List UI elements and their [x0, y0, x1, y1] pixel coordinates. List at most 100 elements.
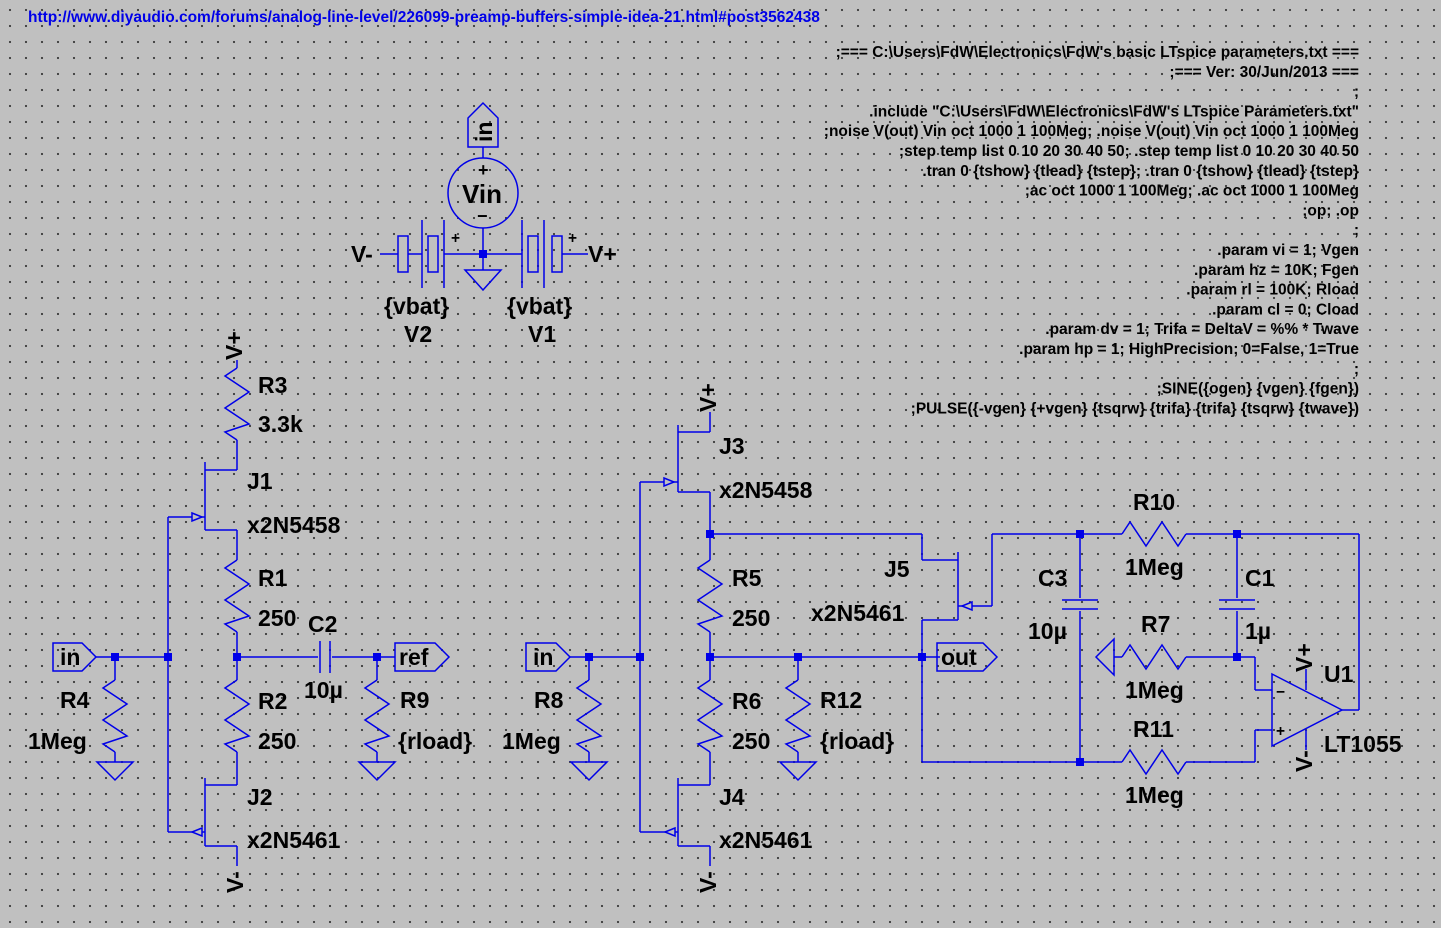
- v2-value: {vbat}: [384, 293, 449, 319]
- j1-name: J1: [247, 468, 273, 494]
- directive-line: .param cl = 0; Cload: [1212, 301, 1359, 318]
- r3-value: 3.3k: [258, 411, 303, 437]
- c3-name: C3: [1038, 565, 1067, 591]
- ground-symbol: [463, 269, 503, 292]
- j2-name: J2: [247, 784, 273, 810]
- directive-line: ;ac oct 1000 1 100Meg; .ac oct 1000 1 10…: [1025, 183, 1359, 200]
- r8-resistor: [575, 679, 603, 753]
- b2-vminus: V-: [695, 871, 721, 893]
- j1-model: x2N5458: [247, 512, 341, 538]
- v2-battery-cell: [397, 235, 409, 273]
- j4-name: J4: [719, 784, 745, 810]
- directive-line: ;op; .op: [1302, 202, 1359, 219]
- v1-battery-cell: [527, 235, 539, 273]
- r4-resistor: [101, 679, 129, 753]
- c3-value: 10µ: [1028, 618, 1067, 644]
- servo-section: R10 1Meg C3 10µ C1 1µ R7 1Meg R11: [922, 489, 1402, 808]
- out-label: out: [941, 644, 977, 670]
- r11-value: 1Meg: [1125, 782, 1184, 808]
- b2-in-label: in: [533, 644, 553, 670]
- directive-line: .param dv = 1; Trifa = DeltaV = %% * Twa…: [1045, 321, 1359, 338]
- directive-line: ;step temp list 0 10 20 30 40 50; .step …: [899, 143, 1359, 160]
- directive-line: ;=== C:\Users\FdW\Electronics\FdW's basi…: [836, 44, 1359, 61]
- r3-name: R3: [258, 372, 287, 398]
- u1-plus-pin: +: [1276, 723, 1285, 740]
- u1-name: U1: [1324, 661, 1354, 687]
- c2-value: 10µ: [304, 677, 343, 703]
- ref-port[interactable]: [394, 642, 451, 672]
- svg-text:+: +: [451, 230, 460, 247]
- directive-line: ;PULSE({-vgen} {+vgen} {tsqrw} {trifa} {…: [911, 400, 1359, 417]
- r4-name: R4: [60, 687, 90, 713]
- j3-model: x2N5458: [719, 477, 813, 503]
- j5-name: J5: [884, 556, 910, 582]
- r10-resistor: [1121, 520, 1187, 548]
- u1-vminus: V-: [1291, 750, 1317, 772]
- out-port[interactable]: [936, 642, 999, 672]
- r9-resistor: [363, 679, 391, 753]
- r5-name: R5: [732, 565, 762, 591]
- vin-node-label: in: [471, 122, 497, 142]
- r5-value: 250: [732, 605, 770, 631]
- j2-model: x2N5461: [247, 827, 341, 853]
- r2-name: R2: [258, 688, 287, 714]
- c1-name: C1: [1245, 565, 1275, 591]
- r12-name: R12: [820, 687, 862, 713]
- buffer-1: V+ R3 3.3k J1 x2N5458 R1 250 R2 250 J2 x…: [28, 331, 472, 893]
- directive-line: .param rl = 100K; Rload: [1186, 282, 1359, 299]
- b1-in-port[interactable]: [52, 642, 98, 672]
- j5-model: x2N5461: [811, 600, 905, 626]
- r6-value: 250: [732, 728, 770, 754]
- spice-directives: ;=== C:\Users\FdW\Electronics\FdW's basi…: [824, 44, 1360, 417]
- directive-line: ;SINE({ogen} {vgen} {fgen}): [1157, 381, 1359, 398]
- directive-line: ;=== Ver: 30/Jun/2013 ===: [1169, 64, 1359, 81]
- b2-in-port[interactable]: [525, 642, 572, 672]
- u1-minus-pin: −: [1276, 684, 1285, 701]
- r1-name: R1: [258, 565, 288, 591]
- r12-resistor: [784, 679, 812, 753]
- c1-value: 1µ: [1245, 618, 1271, 644]
- r7-value: 1Meg: [1125, 677, 1184, 703]
- v1-value: {vbat}: [507, 293, 572, 319]
- j3-name: J3: [719, 433, 745, 459]
- r5-resistor: [696, 559, 724, 633]
- u1-opamp: [1271, 672, 1344, 748]
- vneg-label: V-: [351, 241, 373, 267]
- v1-name: V1: [528, 321, 556, 347]
- directive-line: .tran 0 {tshow} {tlead} {tstep}; .tran 0…: [922, 163, 1359, 180]
- directive-line: .param vi = 1; Vgen: [1217, 242, 1359, 259]
- svg-text:+: +: [568, 230, 577, 247]
- vin-name: Vin: [462, 179, 502, 209]
- directive-line: ;: [1354, 361, 1359, 378]
- b1-vminus: V-: [222, 871, 248, 893]
- supply-section: in + − Vin + V- {vbat} V2 + V+ {vbat} V1: [351, 101, 617, 347]
- r9-value: {rload}: [398, 728, 472, 754]
- r1-value: 250: [258, 605, 296, 631]
- svg-text:−: −: [477, 206, 488, 226]
- u1-vplus: V+: [1291, 643, 1317, 672]
- r12-value: {rload}: [820, 728, 894, 754]
- b1-vplus: V+: [221, 331, 247, 360]
- directive-line: ;noise V(out) Vin oct 1000 1 100Meg; .no…: [824, 123, 1359, 140]
- directive-line: .param hp = 1; HighPrecision; 0=False, 1…: [1019, 341, 1359, 358]
- r6-name: R6: [732, 688, 761, 714]
- r7-name: R7: [1141, 611, 1170, 637]
- r6-resistor: [696, 679, 724, 753]
- u1-model: LT1055: [1324, 731, 1402, 757]
- r4-value: 1Meg: [28, 728, 87, 754]
- buffer-2: V+ J3 x2N5458 R5 250 R6 250 J4 x2N5461 V…: [502, 383, 999, 893]
- r11-name: R11: [1133, 716, 1174, 742]
- directive-line: .include "C:\Users\FdW\Electronics\FdW's…: [869, 103, 1359, 120]
- r2-value: 250: [258, 728, 296, 754]
- r3-resistor: [223, 367, 251, 441]
- r8-value: 1Meg: [502, 728, 561, 754]
- b2-vplus: V+: [695, 383, 721, 412]
- svg-text:+: +: [478, 160, 489, 180]
- header-url[interactable]: http://www.diyaudio.com/forums/analog-li…: [28, 9, 820, 26]
- r10-value: 1Meg: [1125, 554, 1184, 580]
- directive-line: .param hz = 10K; Fgen: [1194, 262, 1359, 279]
- vin-node-port: [467, 101, 499, 148]
- ref-label: ref: [399, 644, 429, 670]
